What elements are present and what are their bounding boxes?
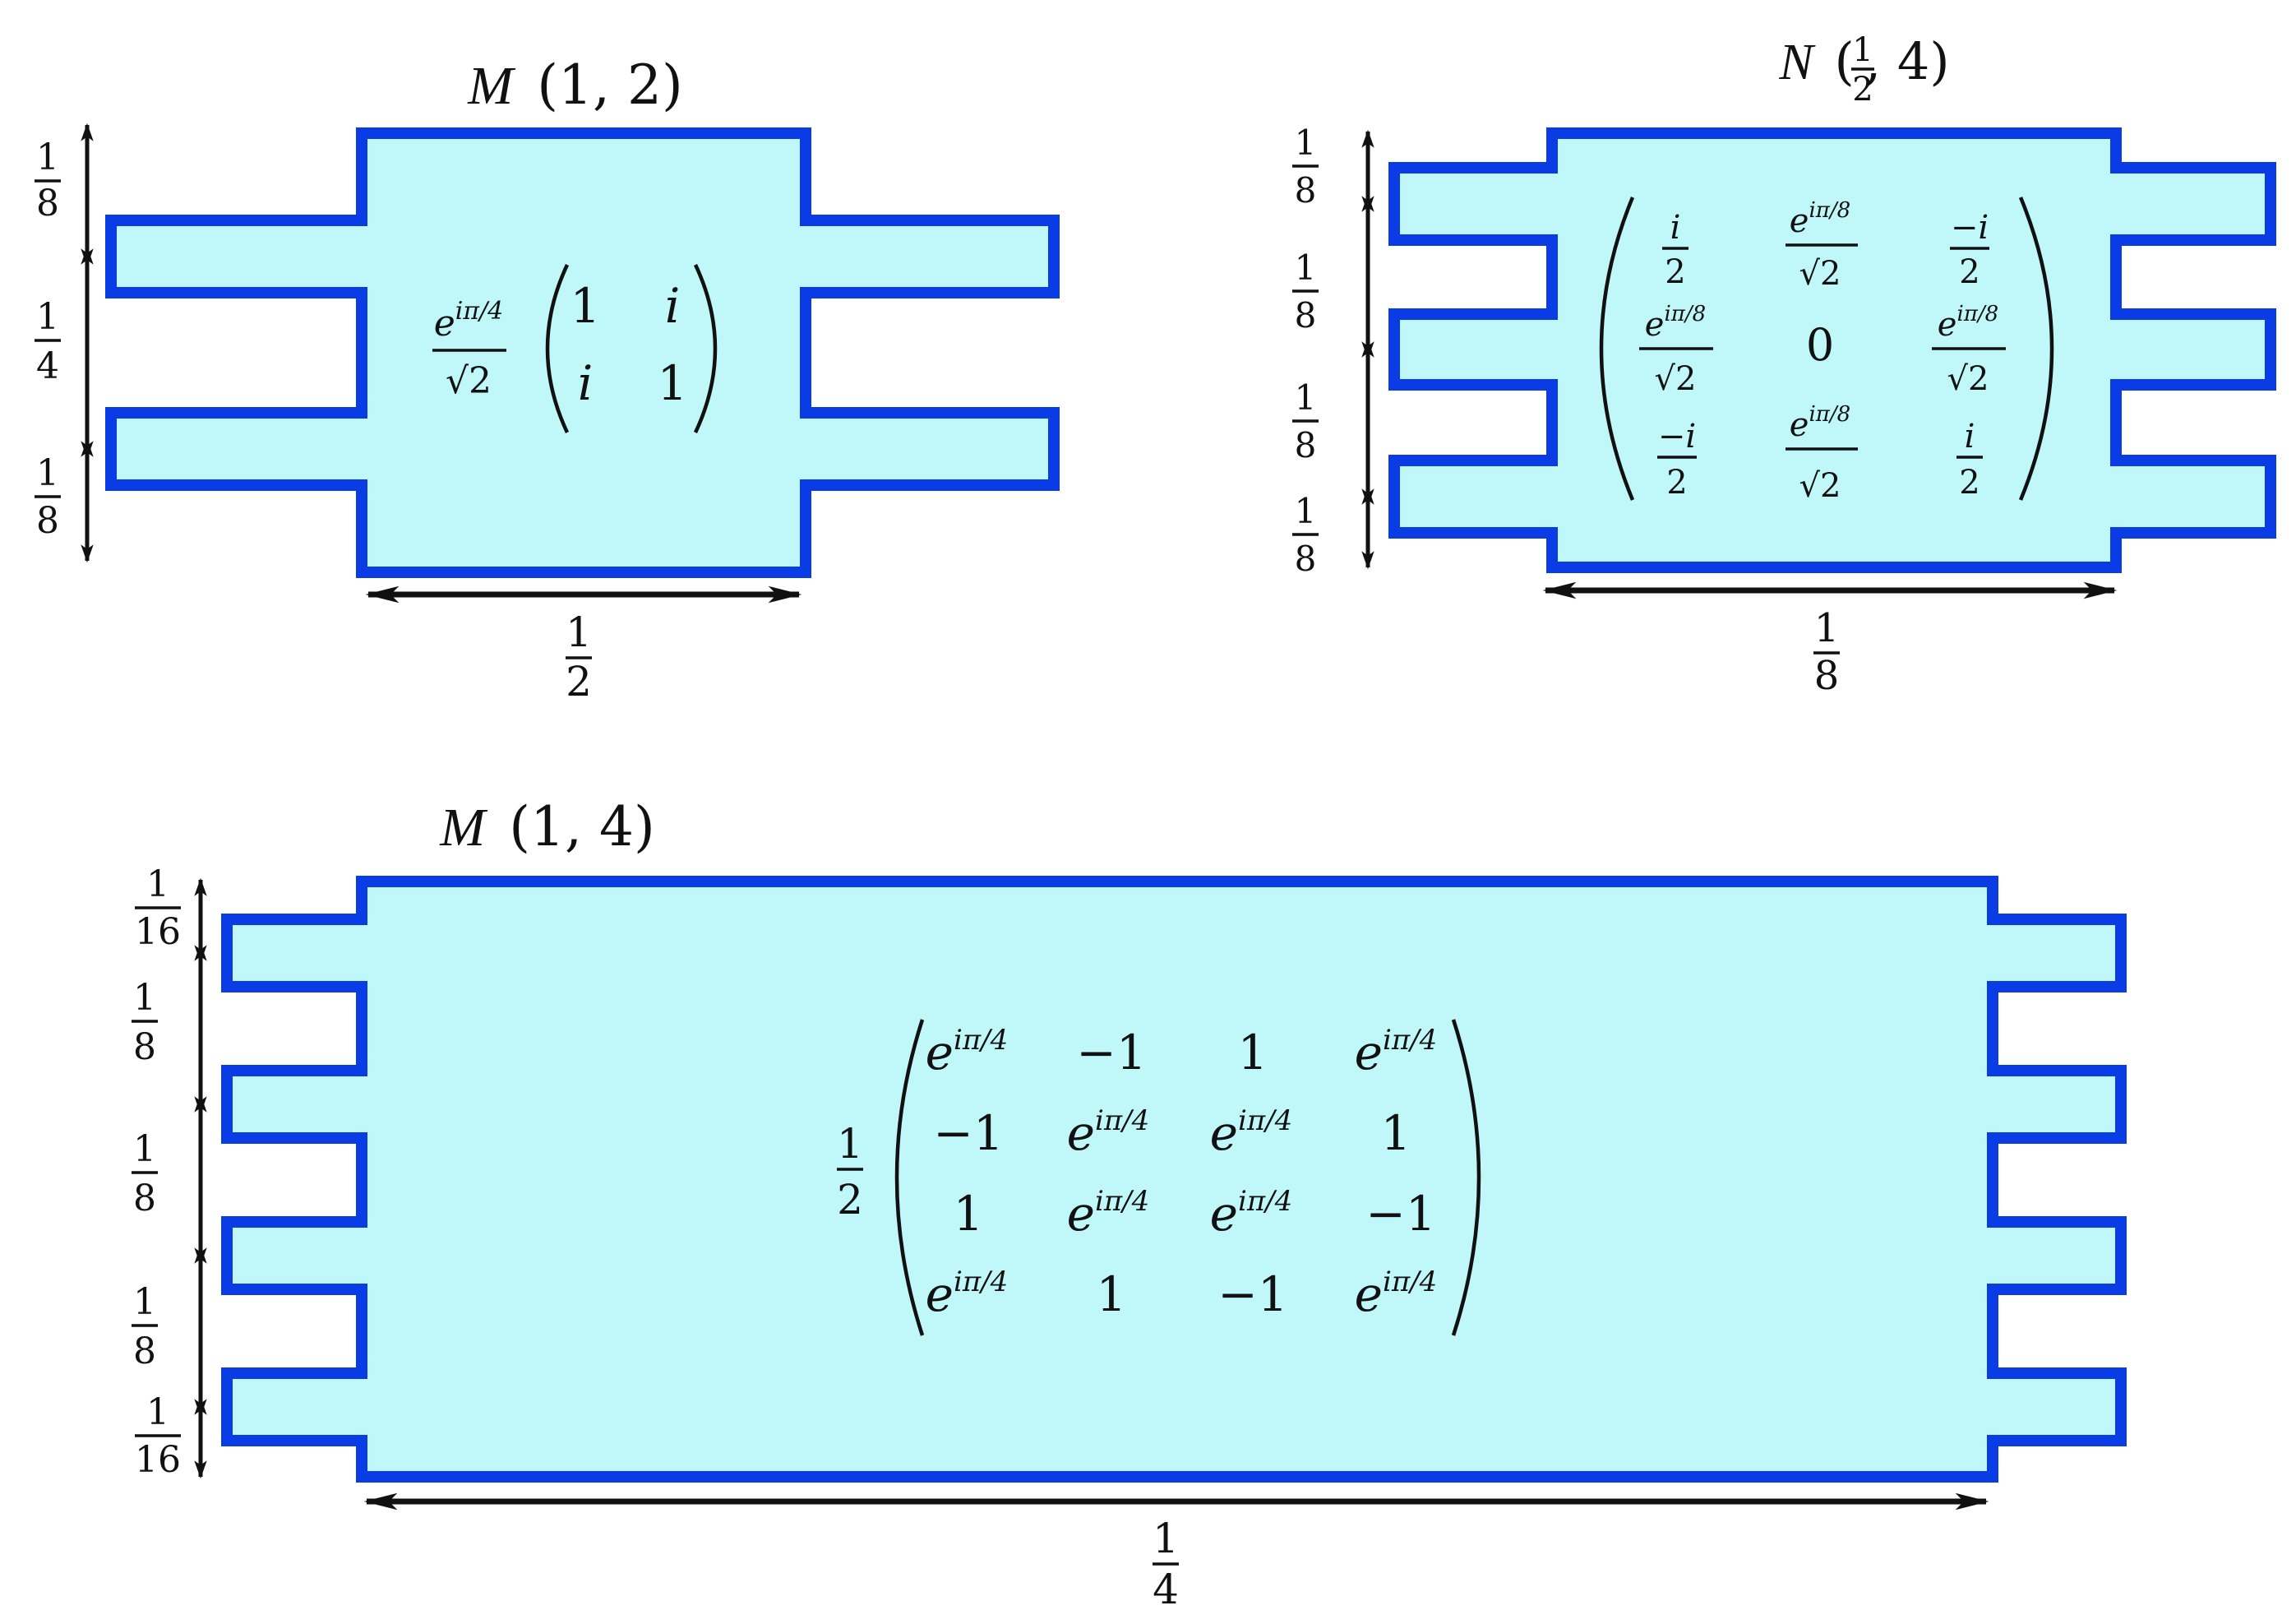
svg-text:1: 1 <box>133 1128 156 1170</box>
svg-text:8: 8 <box>133 1330 156 1372</box>
matrix-m14: 12 eiπ/4 −1 1 eiπ/4 −1 eiπ/4 eiπ/4 1 1 e… <box>837 1019 1481 1336</box>
svg-text:1: 1 <box>133 977 156 1019</box>
svg-text:√2: √2 <box>1655 360 1697 398</box>
bottom-label-m14: 14 <box>1153 1515 1179 1613</box>
svg-text:1: 1 <box>1295 123 1317 163</box>
svg-text:eiπ/8: eiπ/8 <box>1790 402 1850 444</box>
svg-text:1: 1 <box>954 1186 984 1242</box>
svg-text:2: 2 <box>1959 464 1980 502</box>
svg-text:1: 1 <box>1238 1025 1268 1080</box>
svg-text:1: 1 <box>146 1391 169 1433</box>
svg-text:1: 1 <box>1852 31 1873 69</box>
diagram-title-n-args: 12 , 4) <box>1851 31 1950 109</box>
svg-text:1: 1 <box>36 296 59 338</box>
dim-label-m12-1: 18 <box>35 136 61 224</box>
bottom-label-n: 18 <box>1813 605 1840 699</box>
svg-text:1: 1 <box>837 1120 863 1168</box>
svg-text:1: 1 <box>1295 491 1317 531</box>
svg-text:2: 2 <box>1852 71 1873 109</box>
svg-text:1: 1 <box>1153 1515 1179 1562</box>
dim-label-m14-1: 116 <box>135 863 181 953</box>
dim-label-m12-2: 14 <box>35 296 61 387</box>
svg-text:8: 8 <box>36 500 59 542</box>
svg-text:1: 1 <box>571 278 601 334</box>
svg-text:1: 1 <box>1295 248 1317 288</box>
svg-text:−1: −1 <box>1217 1266 1288 1322</box>
coupler-shape-m14 <box>221 876 2127 1483</box>
diagram-title-m14: M (1, 4) <box>439 795 654 858</box>
svg-text:8: 8 <box>133 1026 156 1068</box>
svg-text:16: 16 <box>135 1439 181 1481</box>
dim-label-n-1: 18 <box>1292 123 1319 211</box>
svg-text:1: 1 <box>566 608 592 656</box>
matrix-m12: eiπ/4 √2 1 i i 1 <box>432 264 718 433</box>
svg-text:1: 1 <box>36 452 59 494</box>
svg-text:8: 8 <box>1295 295 1317 335</box>
svg-text:√2: √2 <box>446 360 492 402</box>
svg-text:i: i <box>578 355 594 411</box>
svg-text:√2: √2 <box>1947 360 1989 398</box>
matrix-n: i2 eiπ/8√2 −i2 eiπ/8√2 0 eiπ/8√2 −i2 eiπ… <box>1599 197 2054 505</box>
dim-label-m12-3: 18 <box>35 452 61 542</box>
svg-text:1: 1 <box>1381 1105 1411 1161</box>
svg-text:−1: −1 <box>1076 1025 1147 1080</box>
svg-text:√2: √2 <box>1799 467 1841 505</box>
dim-label-n-4: 18 <box>1292 491 1319 579</box>
svg-text:i: i <box>1670 209 1681 247</box>
diagram-title-n: N ( <box>1778 31 1854 91</box>
svg-text:1: 1 <box>146 863 169 905</box>
svg-text:4: 4 <box>36 345 59 387</box>
dim-label-n-2: 18 <box>1292 248 1319 335</box>
svg-text:−1: −1 <box>933 1105 1004 1161</box>
svg-text:8: 8 <box>1295 170 1317 211</box>
svg-text:−i: −i <box>1658 418 1696 456</box>
svg-text:8: 8 <box>133 1178 156 1219</box>
svg-text:1: 1 <box>1295 377 1317 418</box>
svg-text:16: 16 <box>135 911 181 953</box>
svg-text:8: 8 <box>36 183 59 224</box>
dim-label-n-3: 18 <box>1292 377 1319 465</box>
svg-text:2: 2 <box>1665 253 1685 291</box>
dim-label-m14-5: 116 <box>135 1391 181 1481</box>
dim-label-m14-2: 18 <box>132 977 158 1068</box>
svg-text:2: 2 <box>566 658 592 706</box>
svg-text:√2: √2 <box>1799 255 1841 293</box>
dim-label-m14-3: 18 <box>132 1128 158 1219</box>
diagram-n-half-4: N ( 12 , 4) 18 18 18 18 18 <box>1292 31 2276 699</box>
svg-text:2: 2 <box>837 1176 863 1224</box>
svg-text:8: 8 <box>1295 539 1317 579</box>
svg-text:1: 1 <box>1097 1266 1127 1322</box>
svg-text:−i: −i <box>1951 209 1989 247</box>
svg-text:8: 8 <box>1295 425 1317 465</box>
svg-text:1: 1 <box>1814 605 1840 651</box>
diagram-title-m12: M (1, 2) <box>467 53 682 117</box>
coupler-shape-m12 <box>105 127 1060 578</box>
coupler-shape-n <box>1388 127 2276 573</box>
bottom-label-m12: 12 <box>566 608 592 706</box>
svg-text:1: 1 <box>658 355 688 411</box>
svg-text:2: 2 <box>1666 464 1687 502</box>
svg-text:eiπ/8: eiπ/8 <box>1645 302 1706 344</box>
svg-text:1: 1 <box>133 1281 156 1323</box>
svg-text:1: 1 <box>36 136 59 178</box>
svg-text:, 4): , 4) <box>1864 31 1949 91</box>
svg-text:2: 2 <box>1959 253 1980 291</box>
svg-text:i: i <box>665 278 681 334</box>
diagram-m-1-4: M (1, 4) 116 18 18 18 116 14 <box>132 795 2127 1613</box>
svg-text:4: 4 <box>1153 1566 1179 1613</box>
diagram-m-1-2: M (1, 2) 18 14 18 12 <box>35 53 1060 706</box>
svg-text:i: i <box>1965 418 1975 456</box>
svg-text:8: 8 <box>1814 653 1840 699</box>
svg-text:−1: −1 <box>1365 1186 1436 1242</box>
dim-label-m14-4: 18 <box>132 1281 158 1372</box>
svg-text:0: 0 <box>1806 319 1834 371</box>
